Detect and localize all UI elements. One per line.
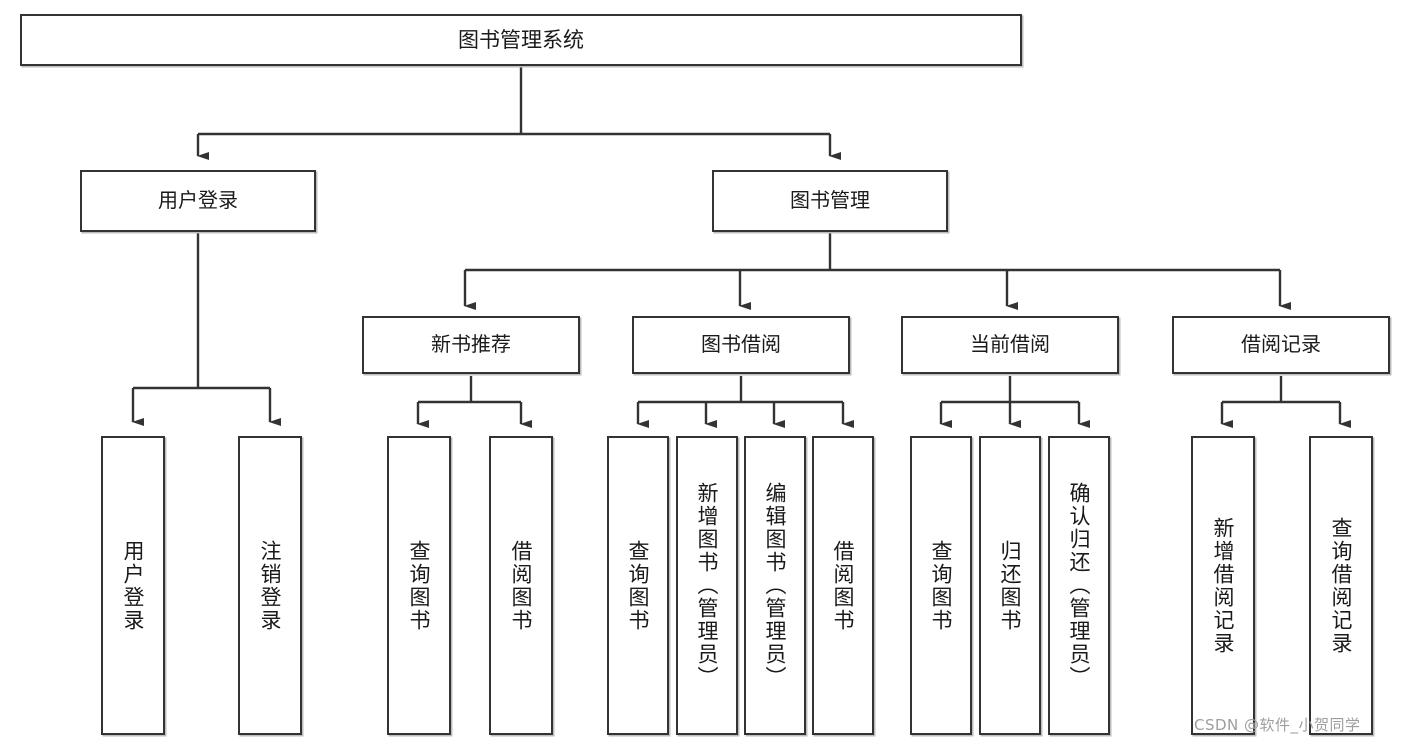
leaf-current-confirm-return-admin[interactable]: 确认归还（管理员） [1048,436,1110,735]
leaf-user-login-logout[interactable]: 注销登录 [238,436,302,735]
leaf-borrow-borrow-book[interactable]: 借阅图书 [812,436,874,735]
node-label: 注销登录 [258,539,283,632]
node-borrowing-record[interactable]: 借阅记录 [1172,316,1390,374]
node-book-management[interactable]: 图书管理 [712,170,948,232]
node-label: 归还图书 [998,539,1023,632]
leaf-borrow-edit-book-admin[interactable]: 编辑图书（管理员） [744,436,806,735]
node-label: 图书借阅 [701,332,781,357]
node-label: 当前借阅 [970,332,1050,357]
node-label: 查询图书 [929,539,954,632]
node-label: 新增借阅记录 [1211,516,1236,655]
node-label: 图书管理 [790,188,870,213]
leaf-current-return-book[interactable]: 归还图书 [979,436,1041,735]
node-label: 查询图书 [626,539,651,632]
node-label: 用户登录 [158,188,238,213]
leaf-new-book-borrow-book[interactable]: 借阅图书 [489,436,553,735]
node-book-borrowing[interactable]: 图书借阅 [632,316,850,374]
node-label: 查询图书 [407,539,432,632]
node-label: 编辑图书（管理员） [763,482,788,689]
node-root-book-management-system[interactable]: 图书管理系统 [20,14,1022,66]
node-label: 借阅图书 [509,539,534,632]
node-current-borrowing[interactable]: 当前借阅 [901,316,1119,374]
leaf-new-book-query-book[interactable]: 查询图书 [387,436,451,735]
leaf-record-query-borrow-record[interactable]: 查询借阅记录 [1309,436,1373,735]
node-label: 新书推荐 [431,332,511,357]
leaf-borrow-add-book-admin[interactable]: 新增图书（管理员） [676,436,738,735]
node-label: 用户登录 [121,539,146,632]
node-new-book-recommendation[interactable]: 新书推荐 [362,316,580,374]
node-label: 新增图书（管理员） [695,482,720,689]
node-user-login[interactable]: 用户登录 [80,170,316,232]
node-label: 借阅记录 [1241,332,1321,357]
leaf-record-add-borrow-record[interactable]: 新增借阅记录 [1191,436,1255,735]
leaf-user-login-login[interactable]: 用户登录 [101,436,165,735]
node-label: 查询借阅记录 [1329,516,1354,655]
leaf-borrow-query-book[interactable]: 查询图书 [607,436,669,735]
node-label: 确认归还（管理员） [1067,482,1092,689]
node-label: 图书管理系统 [458,27,584,52]
node-label: 借阅图书 [831,539,856,632]
leaf-current-query-book[interactable]: 查询图书 [910,436,972,735]
